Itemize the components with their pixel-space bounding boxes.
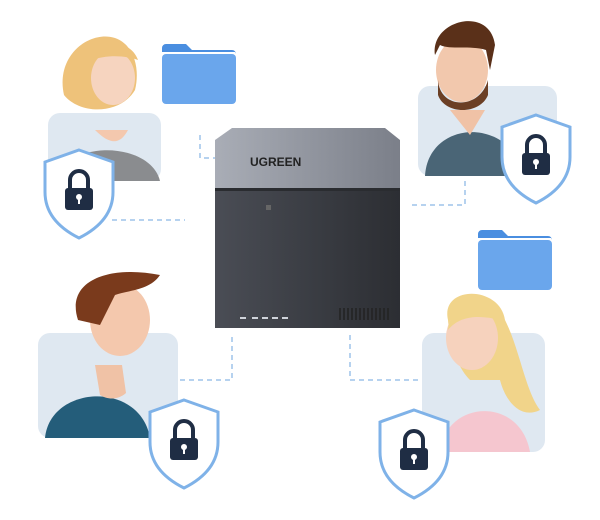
lock-shield-icon	[378, 408, 450, 500]
connection-line	[349, 335, 422, 381]
lock-shield-icon	[148, 398, 220, 490]
connection-lines	[112, 135, 466, 381]
user-avatar	[422, 293, 545, 452]
brand-logo: UGREEN	[250, 155, 301, 169]
connection-line	[199, 135, 215, 159]
user-avatar	[38, 272, 178, 438]
folder-icon	[478, 230, 552, 290]
nas-device: UGREEN	[215, 128, 400, 328]
lock-shield-icon	[43, 148, 115, 240]
connection-line	[412, 178, 466, 206]
lock-shield-icon	[500, 113, 572, 205]
connection-line	[180, 335, 233, 381]
folder-icon	[162, 44, 236, 104]
